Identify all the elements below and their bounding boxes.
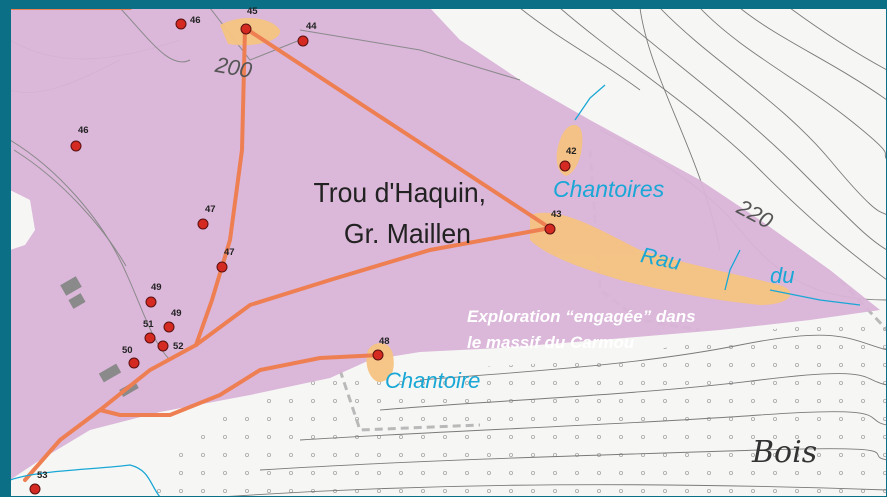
cave-marker-label: 43: [551, 209, 562, 220]
open-area: [10, 190, 35, 250]
exploration-note-line1: Exploration “engagée” dans: [467, 307, 696, 326]
water-label-du: du: [770, 263, 794, 288]
cave-marker-49[interactable]: 49: [145, 282, 162, 308]
cave-marker-50[interactable]: 50: [122, 345, 140, 369]
cave-marker-48[interactable]: 48: [372, 336, 390, 361]
place-label-bois: Bois: [751, 435, 817, 470]
cave-marker-46-west[interactable]: 46: [70, 125, 89, 152]
cave-marker-label: 47: [205, 204, 216, 215]
water-label-chantoire: Chantoire: [385, 368, 480, 393]
cave-marker-52[interactable]: 52: [157, 340, 184, 352]
cave-marker-label: 42: [566, 146, 577, 157]
cave-marker-label: 46: [78, 125, 89, 136]
cave-marker-42[interactable]: 42: [559, 146, 577, 172]
streams: [10, 84, 861, 497]
cave-marker-47[interactable]: 47: [197, 204, 216, 230]
cave-marker-label: 48: [379, 336, 390, 347]
cave-marker-46[interactable]: 46: [175, 15, 201, 30]
cave-marker-51[interactable]: 51: [143, 319, 156, 344]
cave-marker-label: 47: [224, 247, 235, 258]
cave-marker-label: 44: [306, 21, 317, 32]
cave-markers: 46 45 44 46 42 43 47 47: [29, 6, 577, 495]
exploration-note-line2: le massif du Carmou: [467, 333, 635, 352]
cave-marker-45[interactable]: 45: [240, 6, 258, 35]
cave-marker-43[interactable]: 43: [544, 209, 562, 235]
cave-marker-44[interactable]: 44: [297, 21, 317, 47]
place-label-maillen: Gr. Maillen: [344, 217, 471, 249]
cave-marker-label: 53: [37, 470, 48, 481]
cave-marker-label: 50: [122, 345, 133, 356]
water-label-chantoires: Chantoires: [553, 176, 665, 202]
cave-marker-47-south[interactable]: 47: [216, 247, 235, 273]
cave-marker-label: 45: [247, 6, 258, 17]
woodland-area: [150, 320, 887, 497]
map-border: [9, 7, 887, 497]
cave-marker-label: 49: [151, 282, 162, 293]
cave-marker-49-east[interactable]: 49: [163, 308, 182, 333]
cave-zone: [10, 8, 880, 480]
cave-marker-label: 52: [173, 341, 184, 352]
cave-marker-label: 51: [143, 319, 154, 330]
survey-routes: [10, 8, 552, 482]
place-label-trou: Trou d'Haquin,: [314, 176, 487, 208]
cave-marker-label: 46: [190, 15, 201, 26]
cave-marker-label: 49: [171, 308, 182, 319]
cave-marker-53[interactable]: 53: [29, 470, 48, 495]
